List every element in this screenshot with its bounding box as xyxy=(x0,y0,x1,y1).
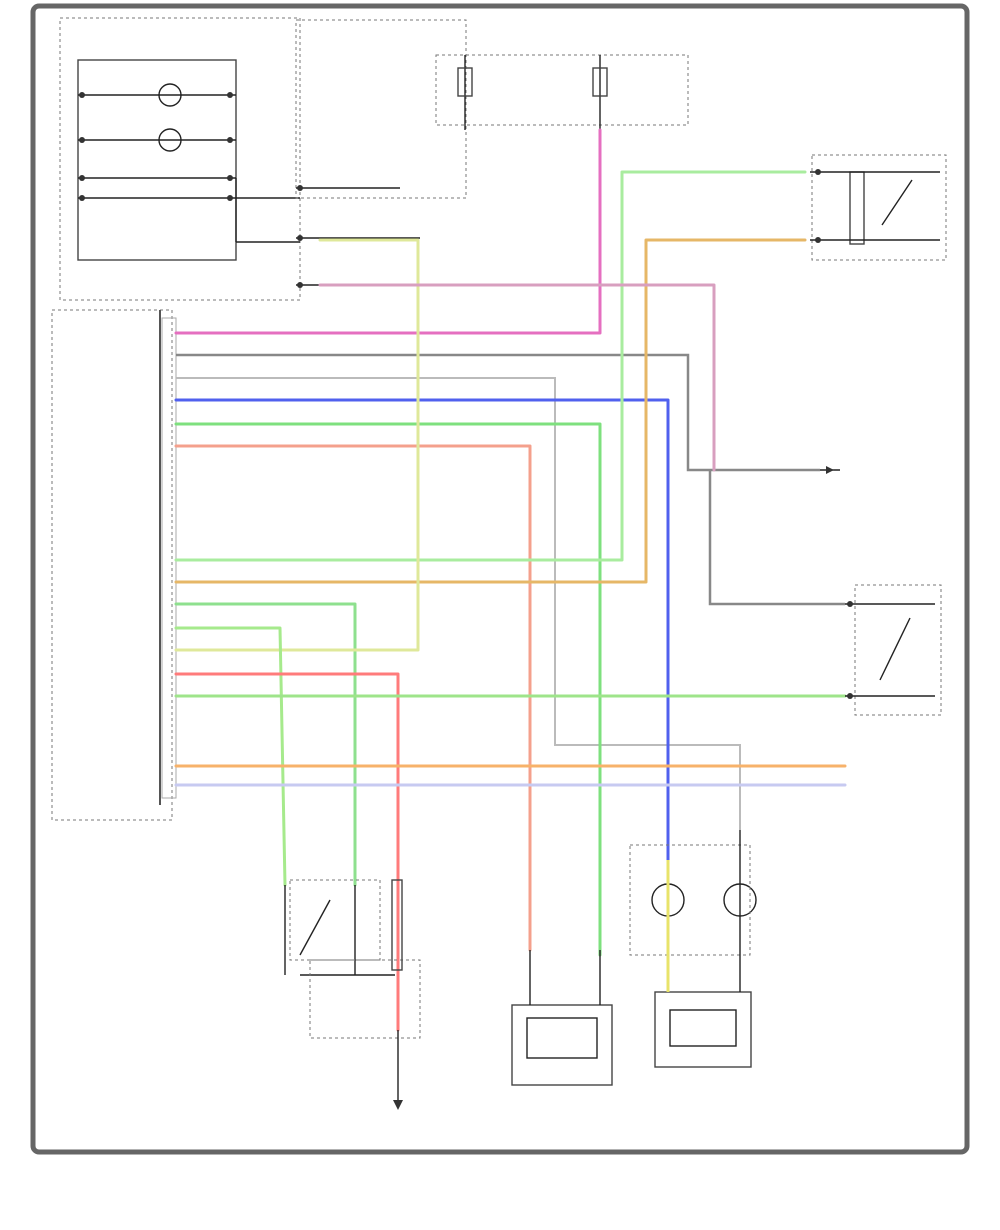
wire-salmon xyxy=(174,444,532,952)
wire-blue xyxy=(174,398,670,862)
wire-grey-2 xyxy=(176,377,741,830)
wire-yellow xyxy=(174,238,420,652)
clutch-interlock-switch xyxy=(810,154,947,261)
wire-green-3 xyxy=(174,602,357,887)
fuse-block xyxy=(59,17,301,301)
wire-green-2 xyxy=(174,170,807,562)
vss-right xyxy=(629,830,757,1068)
ground-bottom xyxy=(393,1030,403,1110)
vss-left xyxy=(511,950,613,1086)
wire-red xyxy=(174,672,400,1032)
wire-grey-3 xyxy=(176,470,845,606)
switch-left xyxy=(284,879,395,976)
ground-right xyxy=(820,466,840,474)
oil-sensor-switch xyxy=(845,584,942,716)
wire-tan xyxy=(174,238,807,584)
wire-green-4 xyxy=(174,626,287,887)
diagram-frame xyxy=(30,3,970,1155)
fuse-a xyxy=(435,54,689,130)
wire-mauve xyxy=(318,283,716,472)
ecm-box xyxy=(51,309,177,821)
ignition-relay xyxy=(295,19,467,288)
switch-mid xyxy=(309,879,421,1039)
wire-pink xyxy=(174,128,602,335)
wire-green-1 xyxy=(174,422,602,957)
wire-grey-1 xyxy=(176,353,820,472)
